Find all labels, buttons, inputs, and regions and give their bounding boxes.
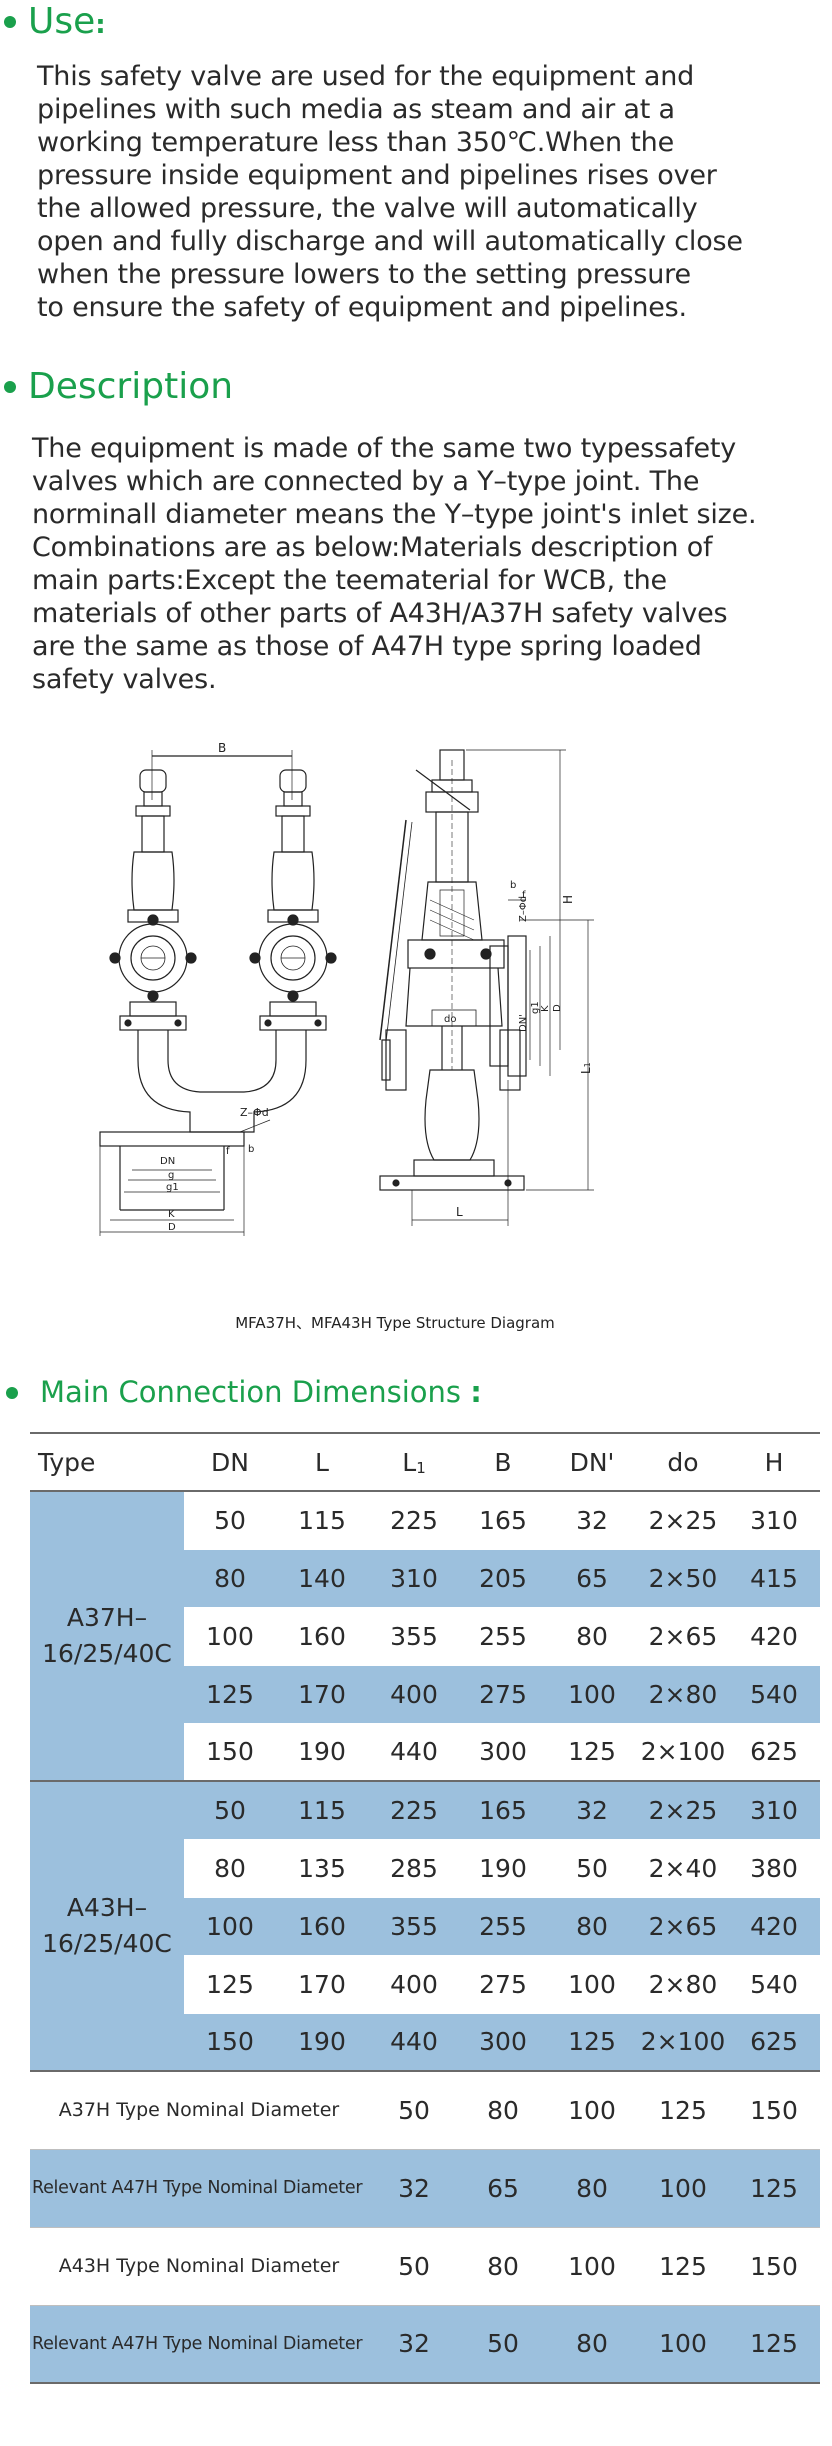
label-B: B — [218, 741, 226, 755]
label-K: K — [168, 1209, 175, 1220]
description-line: valves which are connected by a Y–type j… — [32, 466, 700, 497]
side-view — [379, 749, 594, 1226]
description-line: norminall diameter means the Y–type join… — [32, 499, 757, 530]
label-DN: DN — [160, 1156, 175, 1167]
left-valve — [109, 769, 197, 1031]
structure-diagram: B H L1 L Z–Φd b f DN g g1 K D Z–Φd b f D… — [99, 741, 594, 1236]
use-paragraph: This safety valve are used for the equip… — [37, 60, 827, 324]
front-view — [99, 750, 337, 1236]
col-header: H — [728, 1432, 820, 1492]
use-line: This safety valve are used for the equip… — [37, 61, 695, 92]
label-g1: g1 — [166, 1182, 179, 1193]
col-header: DN' — [546, 1432, 638, 1492]
table-row: 100 160 355 255 80 2×65 420 — [30, 1607, 820, 1666]
label-Zd-left: Z–Φd — [240, 1106, 269, 1119]
use-line: pressure inside equipment and pipelines … — [37, 160, 717, 191]
use-title: Use: — [28, 1, 106, 42]
table-row: A37H–16/25/40C 50 115 225 165 32 2×25 31… — [30, 1491, 820, 1782]
description-line: are the same as those of A47H type sprin… — [32, 631, 702, 662]
description-heading: Description — [0, 369, 233, 405]
dimensions-table: Type DN L L1 B DN' do H A37H–16/25/40C 5… — [30, 1432, 820, 2384]
dimensions-heading: Main Connection Dimensions : — [0, 1378, 482, 1407]
diagram-labels: B H L1 L Z–Φd b f DN g g1 K D Z–Φd b f D… — [160, 741, 593, 1233]
label-b-left: b — [248, 1144, 254, 1155]
label-DNp: DN' — [518, 1014, 529, 1032]
label-H: H — [561, 895, 575, 904]
label-Zd-right: Z–Φd — [518, 896, 529, 922]
description-paragraph: The equipment is made of the same two ty… — [32, 432, 822, 696]
label-L1: L1 — [579, 1062, 593, 1074]
col-header: L1 — [368, 1432, 460, 1492]
dimensions-title: Main Connection Dimensions : — [40, 1375, 482, 1409]
table-row: 80 140 310 205 65 2×50 415 — [30, 1549, 820, 1608]
label-g1-right: g1 — [530, 1001, 541, 1014]
nominal-row: Relevant A47H Type Nominal Diameter 32 5… — [30, 2305, 820, 2384]
bullet-icon — [4, 381, 16, 393]
table-row: 150 190 440 300 125 2×100 625 — [30, 1723, 820, 1782]
label-b-right: b — [510, 880, 516, 891]
description-line: The equipment is made of the same two ty… — [32, 433, 737, 464]
col-header: B — [460, 1432, 546, 1492]
right-valve — [249, 769, 337, 1031]
col-header: L — [276, 1432, 368, 1492]
use-heading: Use: — [0, 4, 106, 40]
use-line: to ensure the safety of equipment and pi… — [37, 292, 687, 323]
label-g: g — [168, 1170, 174, 1181]
diagram-caption: MFA37H、MFA43H Type Structure Diagram — [235, 1314, 555, 1332]
use-line: the allowed pressure, the valve will aut… — [37, 193, 698, 224]
description-title: Description — [28, 366, 234, 407]
label-do: do — [444, 1014, 456, 1025]
use-line: when the pressure lowers to the setting … — [37, 259, 691, 290]
nominal-row: A43H Type Nominal Diameter 50 80 100 125… — [30, 2227, 820, 2306]
nominal-row: A37H Type Nominal Diameter 50 80 100 125… — [30, 2071, 820, 2150]
y-joint — [137, 1030, 307, 1133]
table-row: A43H–16/25/40C 50 115 225 165 32 2×25 31… — [30, 1781, 820, 2072]
description-line: safety valves. — [32, 664, 217, 695]
label-f-left: f — [226, 1146, 230, 1157]
table-row: 125 170 400 275 100 2×80 540 — [30, 1665, 820, 1724]
table-header-row: Type DN L L1 B DN' do H — [30, 1432, 820, 1492]
table-row: 80 135 285 190 50 2×40 380 — [30, 1839, 820, 1898]
type-cell: A37H–16/25/40C — [30, 1491, 184, 1782]
col-header: do — [638, 1432, 728, 1492]
bullet-icon — [4, 16, 16, 28]
label-f-right: f — [522, 890, 526, 901]
table-row: 150 190 440 300 125 2×100 625 — [30, 2013, 820, 2072]
description-line: Combinations are as below:Materials desc… — [32, 532, 713, 563]
col-header: DN — [184, 1432, 276, 1492]
description-line: main parts:Except the teematerial for WC… — [32, 565, 667, 596]
use-line: pipelines with such media as steam and a… — [37, 94, 675, 125]
use-line: open and fully discharge and will automa… — [37, 226, 743, 257]
type-cell: A43H–16/25/40C — [30, 1781, 184, 2072]
bullet-icon — [6, 1386, 18, 1399]
label-D-right: D — [552, 1004, 563, 1012]
nominal-row: Relevant A47H Type Nominal Diameter 32 6… — [30, 2149, 820, 2228]
use-line: working temperature less than 350℃.When … — [37, 127, 675, 158]
label-D: D — [168, 1222, 176, 1233]
label-L: L — [456, 1205, 463, 1219]
col-header: Type — [30, 1432, 184, 1492]
description-line: materials of other parts of A43H/A37H sa… — [32, 598, 728, 629]
table-row: 100 160 355 255 80 2×65 420 — [30, 1897, 820, 1956]
label-K-right: K — [540, 1005, 551, 1012]
table-row: 125 170 400 275 100 2×80 540 — [30, 1955, 820, 2014]
